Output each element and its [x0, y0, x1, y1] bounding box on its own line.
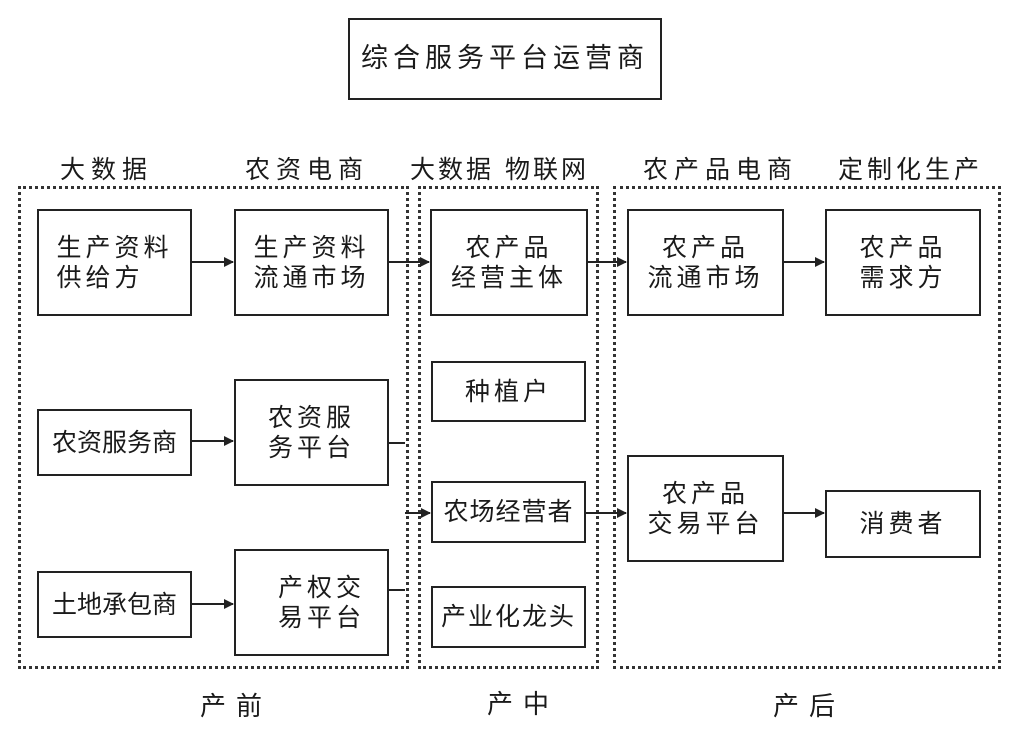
node-operator-line1: 农产品 [465, 232, 553, 262]
node-property-platform-line1: 产权交 [277, 572, 365, 602]
node-land-contractor-line1: 土地承包商 [51, 589, 177, 619]
node-product-market-line2: 流通市场 [647, 262, 764, 292]
stage-mid-production: 产中 [487, 690, 560, 720]
node-supplier-line2: 供给方 [56, 262, 144, 292]
node-product-market-line1: 农产品 [661, 232, 749, 262]
node-industry-leader: 产业化龙头 [431, 586, 586, 648]
node-demand-line2: 需求方 [859, 262, 947, 292]
group-pre-production [18, 186, 409, 669]
node-farm-operator-line1: 农场经营者 [443, 497, 574, 526]
node-industry-leader-line1: 产业化龙头 [440, 602, 576, 631]
node-trade-platform-line1: 农产品 [661, 478, 749, 508]
node-service-provider-line1: 农资服务商 [51, 427, 177, 457]
node-operator-line2: 经营主体 [450, 262, 567, 292]
node-land-contractor: 土地承包商 [37, 571, 192, 638]
node-consumer: 消费者 [825, 490, 981, 558]
stage-pre-production: 产前 [200, 692, 273, 722]
label-big-data-iot: 大数据 物联网 [410, 155, 589, 184]
title-text: 综合服务平台运营商 [361, 43, 649, 74]
node-consumer-line1: 消费者 [859, 509, 947, 538]
node-trade-platform: 农产品交易平台 [627, 455, 784, 562]
node-service-platform: 农资服务平台 [234, 379, 389, 486]
node-supplier-line1: 生产资料 [56, 232, 173, 262]
node-grower-line1: 种植户 [464, 376, 552, 406]
node-farm-operator: 农场经营者 [431, 481, 586, 543]
node-input-market-line2: 流通市场 [253, 262, 370, 292]
node-operator: 农产品经营主体 [430, 209, 588, 316]
stage-post-production: 产后 [773, 692, 846, 722]
node-property-platform-line2: 易平台 [277, 602, 365, 632]
node-input-market: 生产资料流通市场 [234, 209, 389, 316]
node-trade-platform-line2: 交易平台 [647, 508, 764, 538]
node-demand: 农产品需求方 [825, 209, 981, 316]
node-service-platform-line1: 农资服 [267, 402, 355, 432]
title-box: 综合服务平台运营商 [348, 18, 662, 100]
node-input-market-line1: 生产资料 [253, 232, 370, 262]
node-service-platform-line2: 务平台 [267, 432, 355, 462]
node-demand-line1: 农产品 [859, 232, 947, 262]
node-supplier: 生产资料供给方 [37, 209, 192, 316]
label-agri-product-ecommerce: 农产品电商 [643, 155, 799, 184]
node-product-market: 农产品流通市场 [627, 209, 784, 316]
group-mid-production [418, 186, 599, 669]
node-service-provider: 农资服务商 [37, 409, 192, 476]
label-agri-input-ecommerce: 农资电商 [245, 155, 370, 184]
label-customized-production: 定制化生产 [838, 155, 984, 184]
label-big-data: 大数据 [60, 155, 154, 184]
node-property-platform: 产权交易平台 [234, 549, 389, 656]
group-post-production [613, 186, 1001, 669]
node-grower: 种植户 [431, 361, 586, 422]
